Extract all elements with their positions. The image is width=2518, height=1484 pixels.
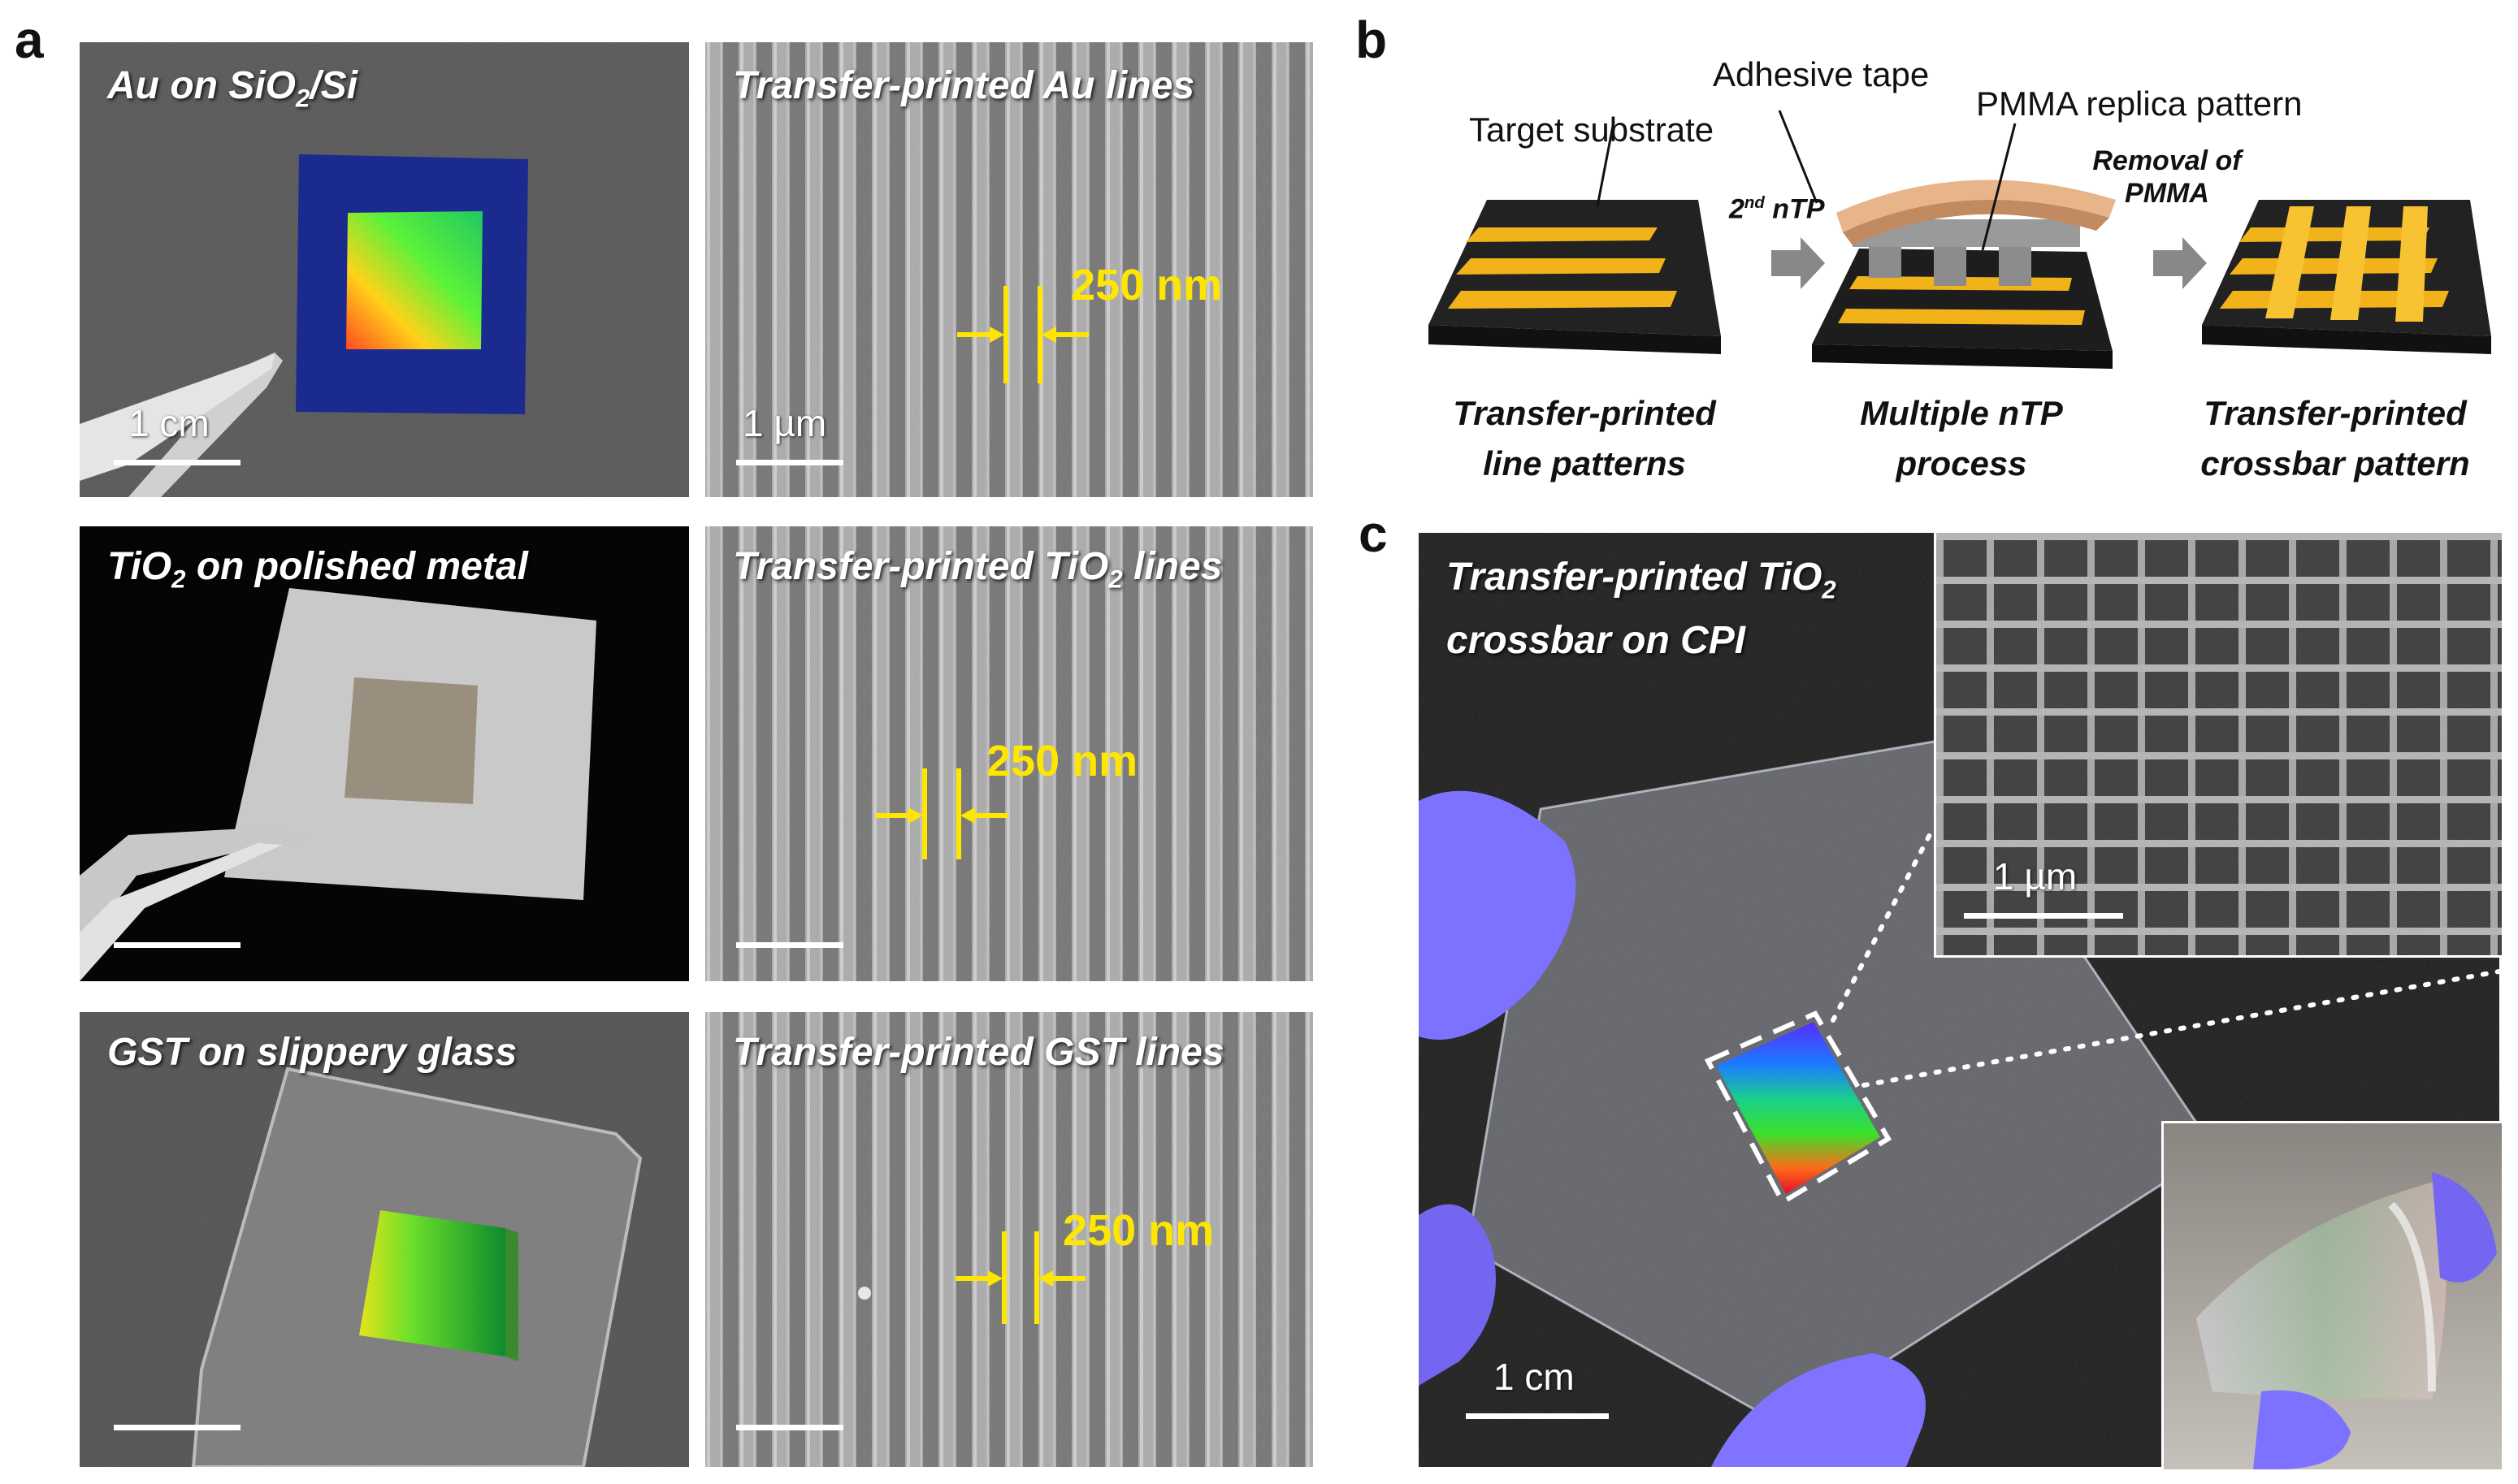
dimension-marker <box>957 286 1089 383</box>
inset-scale-label: 1 µm <box>1993 855 2078 898</box>
panel-letter-c: c <box>1359 504 1388 563</box>
panel-letter-b: b <box>1355 11 1388 69</box>
scale-bar <box>114 1425 241 1430</box>
scale-label-1cm: 1 cm <box>1493 1356 1575 1398</box>
sem-au-lines: Transfer-printed Au lines 250 nm 1 µm <box>705 42 1313 497</box>
dimension-label: 250 nm <box>1063 1206 1215 1255</box>
sem-tio2-lines: Transfer-printed TiO2 lines 250 nm <box>705 526 1313 981</box>
dimension-marker <box>956 1231 1086 1324</box>
label-pmma-replica: PMMA replica pattern <box>1976 84 2303 123</box>
photo-au-title: Au on SiO2/Si <box>107 64 358 113</box>
label-adhesive-tape: Adhesive tape <box>1713 55 1930 93</box>
label-second-ntp: 2nd nTP <box>1729 193 1825 225</box>
scale-bar <box>736 460 843 465</box>
photo-tio2-title: TiO2 on polished metal <box>107 545 528 594</box>
inset-bent-film-photo <box>2161 1121 2502 1469</box>
sem-gst-lines: Transfer-printed GST lines 250 nm <box>705 1012 1313 1467</box>
scale-bar <box>1964 913 2123 919</box>
scale-bar <box>114 460 241 465</box>
scale-bar <box>736 942 843 948</box>
stage-multiple-ntp <box>1812 180 2116 369</box>
dimension-marker <box>876 768 1008 859</box>
sem-gst-title: Transfer-printed GST lines <box>733 1031 1224 1074</box>
scale-bar <box>1466 1413 1609 1419</box>
photo-gst-title: GST on slippery glass <box>107 1031 518 1074</box>
label-target-substrate: Target substrate <box>1469 110 1714 149</box>
stage-line-patterns <box>1428 200 1721 354</box>
dimension-label: 250 nm <box>986 737 1138 785</box>
photo-gst-on-glass: GST on slippery glass <box>80 1012 689 1467</box>
photo-tio2-on-metal: TiO2 on polished metal <box>80 526 689 981</box>
inset-sem-crossbar: 1 µm <box>1934 533 2502 958</box>
photo-au-on-sio2: Au on SiO2/Si 1 cm <box>80 42 689 497</box>
process-schematic <box>1428 110 2491 369</box>
panel-letter-a: a <box>15 11 44 69</box>
stage-crossbar <box>2202 200 2491 354</box>
sem-tio2-title: Transfer-printed TiO2 lines <box>733 545 1223 594</box>
scale-bar <box>736 1425 843 1430</box>
scale-label-1cm: 1 cm <box>128 402 210 444</box>
sem-au-title: Transfer-printed Au lines <box>733 64 1195 107</box>
scale-label-1um: 1 µm <box>743 402 827 444</box>
dimension-label: 250 nm <box>1071 261 1223 309</box>
scale-bar <box>114 942 241 948</box>
